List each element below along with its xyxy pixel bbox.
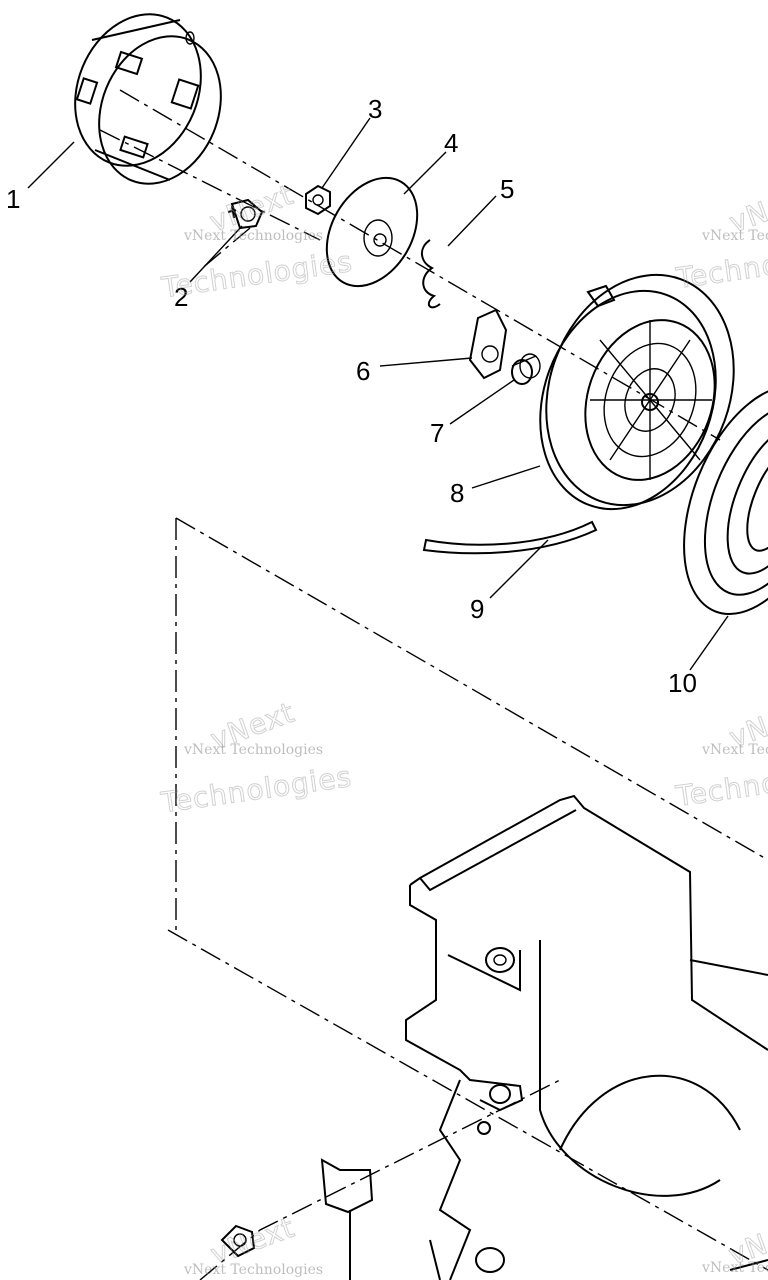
callout-9: 9: [470, 594, 484, 624]
assembly-centerlines: [99, 89, 768, 1280]
watermark-bottom-left: vNext vNext Technologies: [183, 1210, 323, 1278]
callout-3: 3: [368, 94, 382, 124]
part-5-spring-clip: [421, 239, 441, 309]
callout-7: 7: [430, 418, 444, 448]
part-10-recoil-spring: [683, 385, 768, 615]
watermark-middle-left: vNext vNext Technologies Technologies: [158, 695, 355, 820]
svg-text:vNext Technologies: vNext Technologies: [183, 228, 323, 244]
part-4-friction-plate: [325, 176, 419, 288]
part-6-ratchet-pawl: [468, 308, 508, 380]
callout-6: 6: [356, 356, 370, 386]
watermark-middle-right: vNext vNext Technologies Technologies: [673, 693, 768, 814]
svg-text:Technologies: Technologies: [673, 236, 768, 296]
callout-2: 2: [174, 282, 188, 312]
svg-text:vNext Technologies: vNext Technologies: [701, 228, 768, 244]
svg-text:Technologies: Technologies: [159, 245, 355, 305]
watermark-top-left: vNext vNext Technologies Technologies: [159, 177, 356, 305]
callout-5: 5: [500, 174, 514, 204]
part-7-spring: [511, 353, 541, 385]
callout-4: 4: [444, 128, 458, 158]
callout-leaders: [27, 117, 729, 671]
callout-labels: 1 2 3 4 5 6 7 8 9 10: [6, 94, 697, 698]
svg-text:Technologies: Technologies: [158, 760, 354, 820]
part-2-screw: [227, 198, 264, 230]
part-1-ratchet-cup: [74, 13, 222, 185]
svg-text:vNext Technologies: vNext Technologies: [183, 742, 323, 758]
callout-10: 10: [668, 668, 697, 698]
svg-text:vNext Technologies: vNext Technologies: [701, 1260, 768, 1276]
svg-text:vNext Technologies: vNext Technologies: [701, 742, 768, 758]
part-8-reel-pulley: [539, 273, 735, 511]
svg-text:Technologies: Technologies: [673, 754, 768, 814]
callout-1: 1: [6, 184, 20, 214]
watermark-bottom-right: vNext vNext Technologies: [701, 1210, 768, 1276]
watermark-top-right: vNext vNext Technologies Technologies: [673, 178, 768, 296]
part-9-starter-rope: [422, 520, 598, 555]
callout-8: 8: [450, 478, 464, 508]
starter-housing: [220, 794, 768, 1280]
svg-text:vNext Technologies: vNext Technologies: [183, 1262, 323, 1278]
